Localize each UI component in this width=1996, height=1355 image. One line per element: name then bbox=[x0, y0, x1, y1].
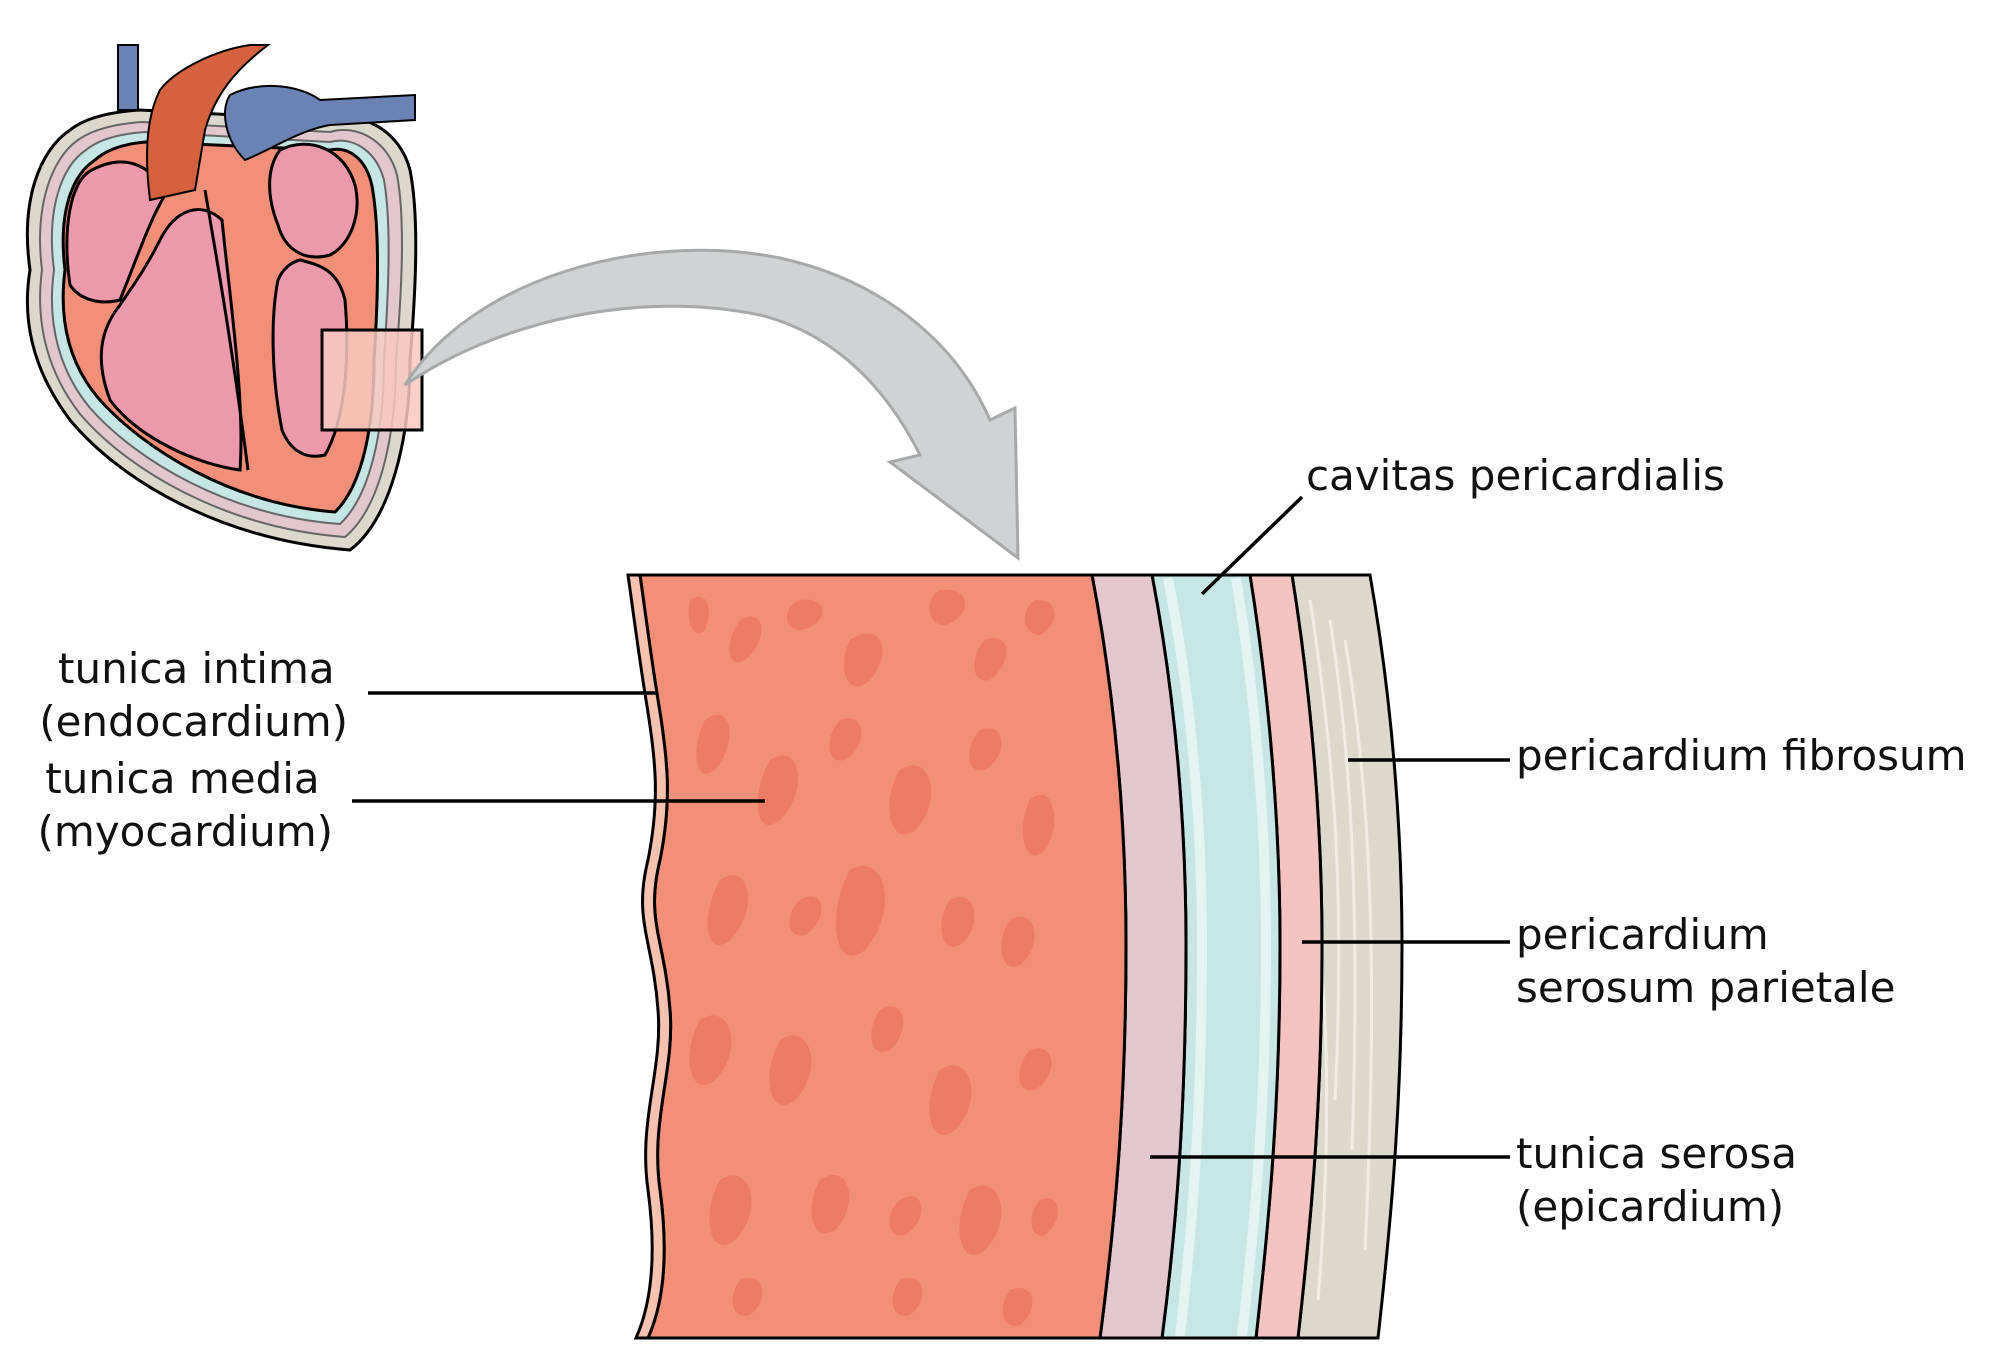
label-pericardium-fibrosum: pericardium fibrosum bbox=[1516, 731, 1967, 780]
label-cavitas-pericardialis: cavitas pericardialis bbox=[1306, 451, 1725, 500]
fibrosum-texture bbox=[1308, 599, 1374, 1301]
heart-illustration bbox=[25, 44, 424, 552]
heart-left-atrium bbox=[65, 160, 167, 304]
wall-cross-section bbox=[626, 573, 1404, 1340]
heart-septum bbox=[203, 189, 250, 471]
heart-right-atrium bbox=[268, 142, 359, 259]
heart-aorta bbox=[146, 44, 271, 202]
myocardium-fibers bbox=[688, 589, 1058, 1326]
magnify-arrow bbox=[403, 248, 1020, 562]
label-tunica-media: tunica media (myocardium) bbox=[38, 754, 333, 856]
cavity-highlight-inner bbox=[1163, 577, 1208, 1337]
label-pericardium-serosum-parietale: pericardium serosum parietale bbox=[1516, 910, 1895, 1012]
heart-left-ventricle bbox=[99, 208, 243, 472]
label-tunica-serosa: tunica serosa (epicardium) bbox=[1516, 1129, 1810, 1231]
heart-pulmonary-vein bbox=[224, 84, 416, 162]
cavity-highlight-outer bbox=[1231, 577, 1272, 1337]
leader-cavitas-pericardialis bbox=[1200, 495, 1304, 596]
label-tunica-intima: tunica intima (endocardium) bbox=[39, 644, 348, 746]
zoom-selection-box bbox=[320, 328, 424, 432]
heart-superior-vena-cava bbox=[117, 44, 139, 111]
